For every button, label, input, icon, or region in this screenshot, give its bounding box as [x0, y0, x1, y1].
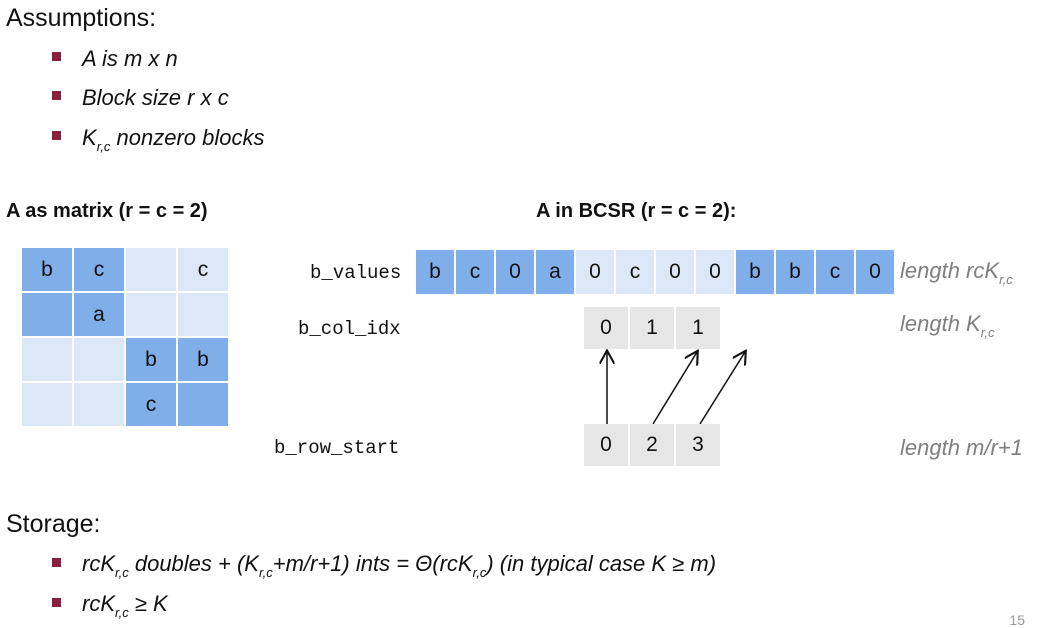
arrow-row-1 [652, 352, 697, 425]
b-row-start-cell: 0 [584, 424, 628, 466]
matrix-cell [126, 293, 176, 336]
b-col-idx-cell: 0 [584, 307, 628, 349]
storage-item-1: rcKr,c doubles + (Kr,c+m/r+1) ints = Θ(r… [82, 551, 716, 580]
bcsr-title: A in BCSR (r = c = 2): [536, 200, 737, 222]
storage-text: rcK [82, 591, 115, 616]
storage-text: rcK [82, 551, 115, 576]
length-text: length K [900, 311, 981, 336]
b-values-cell: 0 [576, 250, 614, 294]
b-values-cell: 0 [496, 250, 534, 294]
b-values-cell: b [736, 250, 774, 294]
b-values-cell: b [776, 250, 814, 294]
bullet-marker [52, 91, 61, 100]
bullet-marker [52, 52, 61, 61]
storage-subscript: r,c [258, 565, 273, 580]
storage-text: ≥ K [128, 591, 168, 616]
assumptions-heading: Assumptions: [6, 4, 157, 32]
b-values-cell: 0 [656, 250, 694, 294]
b-row-start-cell: 2 [630, 424, 674, 466]
b-col-idx-cell: 1 [676, 307, 720, 349]
matrix-cell: a [74, 293, 124, 336]
assumption-text-rest: nonzero blocks [110, 125, 265, 150]
matrix-cell: c [126, 383, 176, 426]
matrix-cell: b [178, 338, 228, 381]
storage-text: +m/r+1) ints = Θ(rcK [272, 551, 473, 576]
b-row-start-label: b_row_start [274, 437, 400, 459]
matrix-cell [22, 383, 72, 426]
storage-subscript: r,c [472, 565, 487, 580]
b-values-cell: 0 [856, 250, 894, 294]
bullet-marker [52, 598, 61, 607]
b-values-label: b_values [310, 262, 402, 284]
matrix-title: A as matrix (r = c = 2) [6, 200, 208, 222]
b-row-start-cell: 3 [676, 424, 720, 466]
storage-subscript: r,c [115, 565, 129, 580]
matrix-cell: b [22, 248, 72, 291]
storage-text: doubles + (K [128, 551, 259, 576]
b-values-cell: c [616, 250, 654, 294]
b-values-cell: c [816, 250, 854, 294]
matrix-cell [22, 293, 72, 336]
storage-text: ) (in typical case K ≥ m) [486, 551, 717, 576]
matrix-cell [74, 338, 124, 381]
b-col-idx-length: length Kr,c [900, 311, 994, 340]
b-values-length: length rcKr,c [900, 258, 1013, 287]
length-subscript: r,c [980, 325, 995, 340]
matrix-cell: b [126, 338, 176, 381]
b-values-cell: b [416, 250, 454, 294]
b-values-cell: 0 [696, 250, 734, 294]
b-row-start-length: length m/r+1 [900, 435, 1023, 460]
storage-subscript: r,c [115, 605, 129, 620]
b-col-idx-cell: 1 [630, 307, 674, 349]
matrix-cell [74, 383, 124, 426]
assumption-item-2: Block size r x c [82, 85, 229, 111]
assumption-subscript: r,c [96, 139, 111, 154]
assumption-item-1: A is m x n [82, 46, 178, 72]
assumption-text: K [82, 125, 97, 150]
bullet-marker [52, 558, 61, 567]
matrix-cell: c [178, 248, 228, 291]
b-col-idx-label: b_col_idx [298, 318, 401, 340]
matrix-cell [22, 338, 72, 381]
bullet-marker [52, 131, 61, 140]
length-text: length rcK [900, 258, 1000, 283]
storage-heading: Storage: [6, 510, 101, 538]
storage-item-2: rcKr,c ≥ K [82, 591, 168, 620]
length-subscript: r,c [999, 272, 1013, 287]
assumption-text: Block size r x c [82, 85, 229, 110]
b-values-cell: a [536, 250, 574, 294]
b-values-cell: c [456, 250, 494, 294]
matrix-cell [178, 293, 228, 336]
matrix-cell: c [74, 248, 124, 291]
page-number: 15 [1009, 612, 1025, 628]
matrix-cell [126, 248, 176, 291]
assumption-text: A is m x n [82, 46, 178, 71]
matrix-cell [178, 383, 228, 426]
arrow-row-2 [699, 352, 745, 425]
assumption-item-3: Kr,c nonzero blocks [82, 125, 265, 154]
